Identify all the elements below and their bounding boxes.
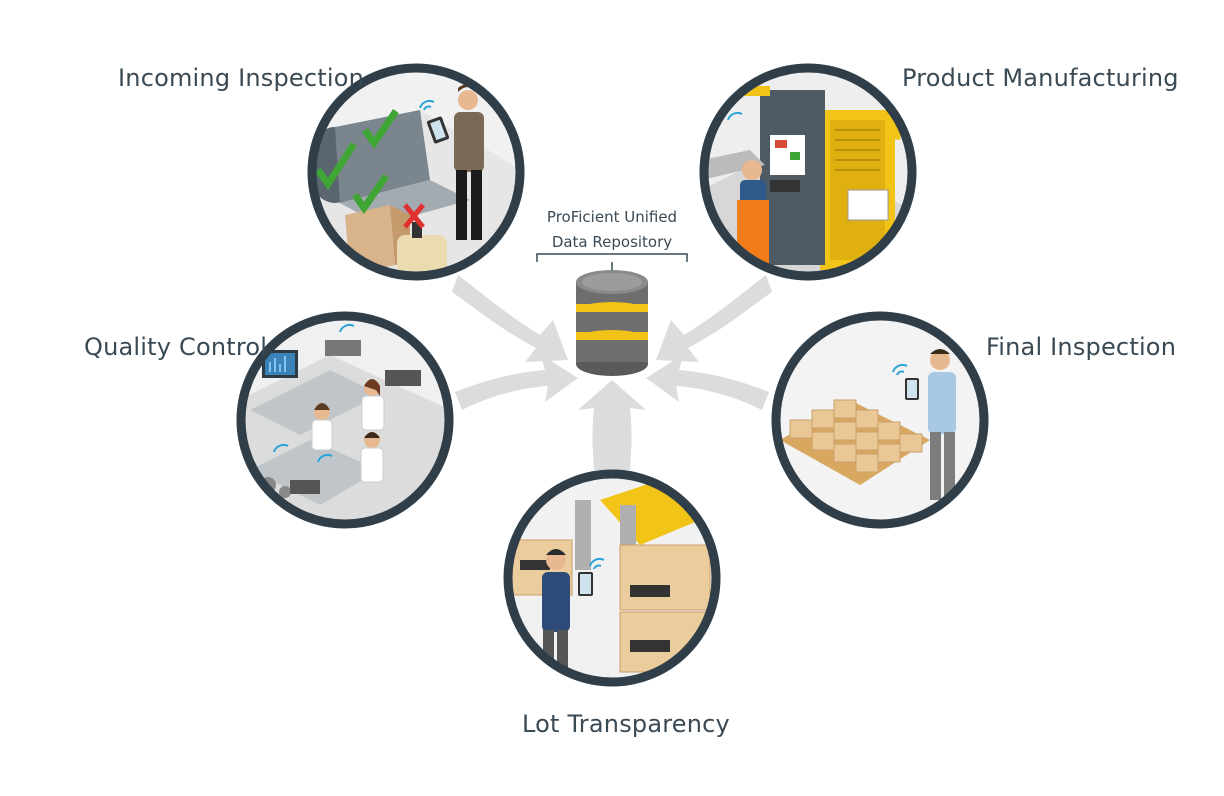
check-icon — [362, 109, 399, 150]
hub-label-line1: ProFicient Unified — [546, 208, 678, 226]
label-product-manufacturing: Product Manufacturing — [902, 64, 1179, 92]
check-icon — [315, 142, 357, 191]
arrow-from-quality — [455, 354, 578, 410]
label-incoming-inspection: Incoming Inspection — [118, 64, 365, 92]
arrow-from-lot — [578, 380, 646, 470]
station-quality-control — [236, 311, 454, 529]
label-lot-transparency: Lot Transparency — [522, 710, 730, 738]
hub-label: ProFicient Unified Data Repository — [522, 205, 702, 255]
station-incoming-inspection — [307, 63, 525, 281]
cross-icon — [403, 203, 425, 229]
hub-label-line2: Data Repository — [551, 233, 673, 251]
wifi-icon — [419, 99, 435, 111]
check-icon — [352, 174, 389, 215]
label-quality-control: Quality Control — [84, 333, 268, 361]
wifi-icon — [273, 323, 355, 463]
station-lot-transparency — [503, 469, 721, 687]
label-final-inspection: Final Inspection — [986, 333, 1177, 361]
flow-arrows — [452, 275, 772, 470]
station-final-inspection — [771, 311, 989, 529]
wifi-icon — [589, 557, 605, 570]
arrow-from-incoming — [452, 275, 568, 362]
arrow-from-final — [646, 354, 769, 410]
database-icon — [536, 253, 688, 376]
arrow-from-manufacturing — [656, 275, 772, 362]
wifi-icon — [727, 111, 743, 121]
wifi-icon — [892, 363, 908, 376]
station-product-manufacturing — [699, 63, 917, 281]
